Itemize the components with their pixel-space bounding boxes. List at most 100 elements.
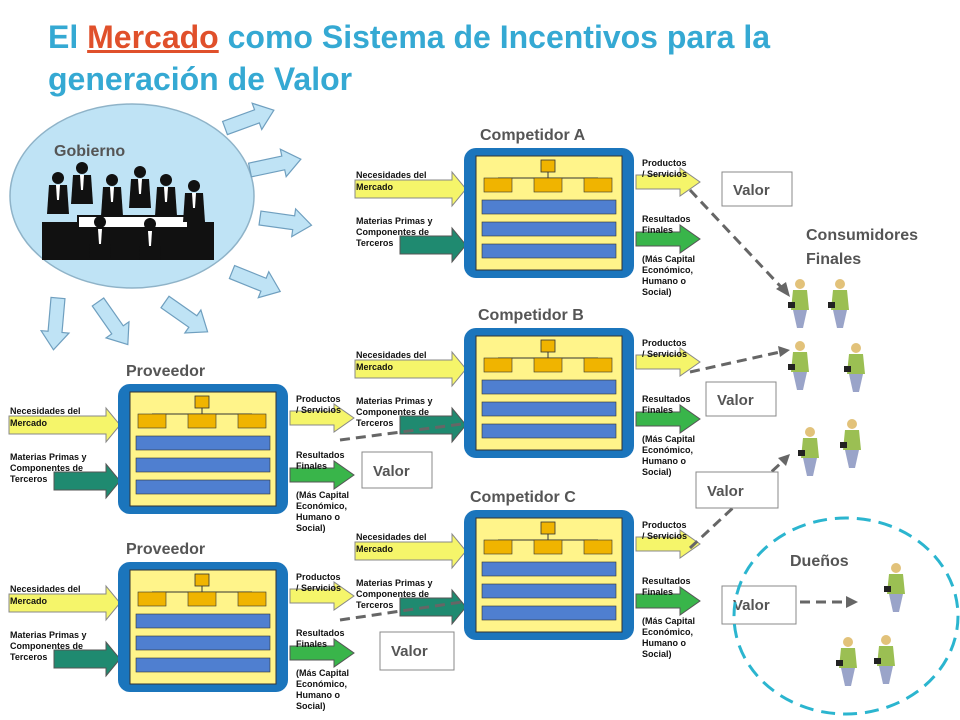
- needs-line-1: Necesidades del: [10, 406, 81, 416]
- needs-line-2: Mercado: [10, 596, 48, 606]
- valor-box-a: [721, 171, 793, 207]
- results-line-1: Resultados: [642, 214, 691, 224]
- capital-line-2: Económico,: [296, 679, 347, 689]
- results-line-2: Finales: [642, 587, 673, 597]
- valor-boxes: Valor Valor Valor Valor Valor Valor: [361, 171, 797, 671]
- results-line-1: Resultados: [642, 394, 691, 404]
- proveedor-2-block: Proveedor Necesidades del Mercado Materi…: [8, 541, 355, 711]
- valor-label-a: Valor: [733, 182, 770, 199]
- needs-line-1: Necesidades del: [356, 350, 427, 360]
- competidor-a-label: Competidor A: [480, 127, 586, 144]
- capital-line-4: Social): [296, 523, 326, 533]
- materials-line-2: Componentes de: [10, 463, 83, 473]
- valor-label-c: Valor: [707, 483, 744, 500]
- materials-line-3: Terceros: [356, 600, 393, 610]
- owner-figures: [836, 563, 905, 686]
- materials-line-1: Materias Primas y: [10, 630, 87, 640]
- owners-circle: [732, 516, 960, 716]
- materials-line-2: Componentes de: [356, 407, 429, 417]
- products-line-2: / Servicios: [296, 405, 341, 415]
- materials-line-1: Materias Primas y: [10, 452, 87, 462]
- materials-line-2: Componentes de: [10, 641, 83, 651]
- needs-line-1: Necesidades del: [10, 584, 81, 594]
- capital-line-4: Social): [642, 649, 672, 659]
- valor-box-b: [705, 381, 777, 417]
- needs-line-1: Necesidades del: [356, 532, 427, 542]
- connector-arrowheads: [776, 282, 858, 608]
- competidor-a-block: Competidor A Necesidades del Mercado Mat…: [354, 127, 701, 297]
- materials-line-1: Materias Primas y: [356, 578, 433, 588]
- needs-line-1: Necesidades del: [356, 170, 427, 180]
- capital-line-4: Social): [296, 701, 326, 711]
- materials-line-3: Terceros: [10, 652, 47, 662]
- products-line-1: Productos: [296, 394, 341, 404]
- products-line-1: Productos: [296, 572, 341, 582]
- materials-line-3: Terceros: [10, 474, 47, 484]
- valor-label-duenos: Valor: [733, 597, 770, 614]
- materials-line-2: Componentes de: [356, 589, 429, 599]
- capital-line-3: Humano o: [296, 690, 341, 700]
- products-line-2: / Servicios: [642, 349, 687, 359]
- title-post: como Sistema de Incentivos para la gener…: [48, 19, 771, 97]
- capital-line-3: Humano o: [296, 512, 341, 522]
- capital-line-2: Económico,: [642, 265, 693, 275]
- proveedor-1-block: Proveedor Necesidades del Mercado Materi…: [8, 363, 355, 533]
- products-line-1: Productos: [642, 338, 687, 348]
- products-line-2: / Servicios: [642, 531, 687, 541]
- results-line-2: Finales: [642, 225, 673, 235]
- capital-line-3: Humano o: [642, 456, 687, 466]
- results-line-1: Resultados: [642, 576, 691, 586]
- government-meeting-image: [42, 162, 214, 260]
- capital-line-4: Social): [642, 467, 672, 477]
- products-line-2: / Servicios: [296, 583, 341, 593]
- competidor-c-block: Competidor C Necesidades del Mercado Mat…: [354, 489, 701, 659]
- page-title: El Mercado como Sistema de Incentivos pa…: [48, 16, 928, 100]
- competidor-b-label: Competidor B: [478, 307, 584, 324]
- results-line-2: Finales: [642, 405, 673, 415]
- capital-line-2: Económico,: [642, 445, 693, 455]
- products-line-1: Productos: [642, 158, 687, 168]
- gobierno-label: Gobierno: [54, 143, 125, 160]
- results-line-2: Finales: [296, 639, 327, 649]
- competidor-b-block: Competidor B Necesidades del Mercado Mat…: [354, 307, 701, 477]
- capital-line-2: Económico,: [296, 501, 347, 511]
- consumer-figures: [788, 279, 865, 476]
- capital-line-1: (Más Capital: [642, 254, 695, 264]
- needs-line-2: Mercado: [356, 362, 394, 372]
- consumidores-label-2: Finales: [806, 251, 861, 268]
- materials-line-2: Componentes de: [356, 227, 429, 237]
- needs-line-2: Mercado: [10, 418, 48, 428]
- capital-line-3: Humano o: [642, 638, 687, 648]
- materials-line-3: Terceros: [356, 418, 393, 428]
- proveedor-2-label: Proveedor: [126, 541, 205, 558]
- results-line-1: Resultados: [296, 628, 345, 638]
- valor-box-proveedor-2: [379, 631, 455, 671]
- materials-line-1: Materias Primas y: [356, 216, 433, 226]
- needs-line-2: Mercado: [356, 182, 394, 192]
- capital-line-1: (Más Capital: [642, 434, 695, 444]
- radial-arrows: [39, 102, 313, 351]
- valor-label-proveedor-2: Valor: [391, 643, 428, 660]
- consumidores-label-1: Consumidores: [806, 227, 918, 244]
- results-line-1: Resultados: [296, 450, 345, 460]
- products-line-1: Productos: [642, 520, 687, 530]
- results-line-2: Finales: [296, 461, 327, 471]
- needs-line-2: Mercado: [356, 544, 394, 554]
- capital-line-1: (Más Capital: [296, 668, 349, 678]
- valor-box-c: [695, 471, 779, 509]
- title-highlight: Mercado: [87, 19, 219, 55]
- competidor-c-label: Competidor C: [470, 489, 576, 506]
- materials-line-1: Materias Primas y: [356, 396, 433, 406]
- duenos-label: Dueños: [790, 553, 849, 570]
- capital-line-1: (Más Capital: [642, 616, 695, 626]
- capital-line-2: Económico,: [642, 627, 693, 637]
- materials-line-3: Terceros: [356, 238, 393, 248]
- capital-line-1: (Más Capital: [296, 490, 349, 500]
- proveedor-1-label: Proveedor: [126, 363, 205, 380]
- valor-box-proveedor-1: [361, 451, 433, 489]
- capital-line-4: Social): [642, 287, 672, 297]
- title-pre: El: [48, 19, 88, 55]
- value-flow-connectors: [339, 188, 845, 622]
- valor-label-proveedor-1: Valor: [373, 463, 410, 480]
